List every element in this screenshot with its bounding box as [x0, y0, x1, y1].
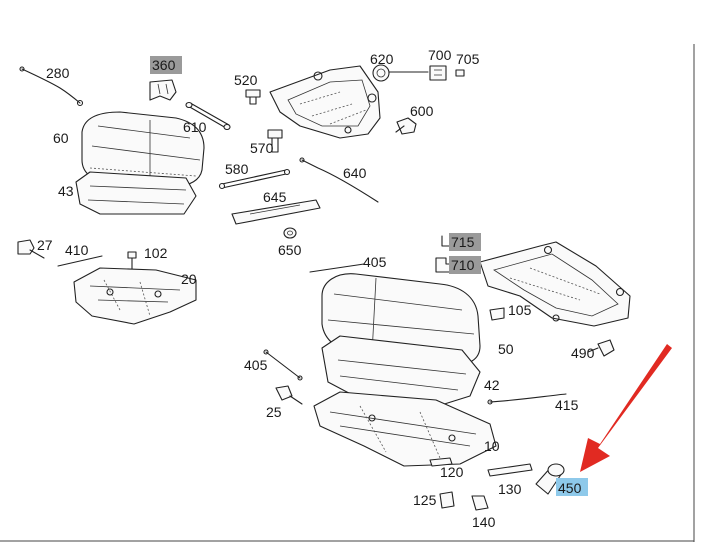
callout-25: 25	[266, 404, 282, 420]
callout-490: 490	[571, 345, 595, 361]
callout-42: 42	[484, 377, 500, 393]
part-140-bracket	[471, 495, 489, 511]
highlight-450	[556, 478, 588, 496]
callout-415: 415	[555, 397, 579, 413]
callout-410: 410	[65, 242, 89, 258]
part-upper-seat-frame	[269, 65, 381, 139]
callout-620: 620	[370, 51, 394, 67]
callout-20: 20	[181, 271, 197, 287]
callout-450: 450	[558, 480, 582, 496]
callout-715: 715	[451, 234, 475, 250]
callout-610: 610	[183, 119, 207, 135]
callout-130: 130	[498, 481, 522, 497]
part-700-switch	[429, 65, 447, 81]
callout-280: 280	[46, 65, 70, 81]
part-130-bar	[487, 463, 533, 477]
part-25-bolt	[275, 385, 303, 405]
part-410-wire	[57, 255, 103, 267]
part-125-clip	[439, 491, 455, 509]
callout-640: 640	[343, 165, 367, 181]
part-620-motor	[372, 64, 429, 82]
part-645-strap	[231, 199, 321, 225]
callout-105: 105	[508, 302, 532, 318]
callout-50: 50	[498, 341, 514, 357]
part-710-clip	[435, 257, 451, 273]
part-60-seat-cushion	[81, 111, 205, 187]
part-405-wire-lower	[263, 349, 303, 381]
callout-580: 580	[225, 161, 249, 177]
callout-125: 125	[413, 492, 437, 508]
callout-102: 102	[144, 245, 168, 261]
part-405-wire-upper	[309, 263, 365, 273]
callout-705: 705	[456, 51, 480, 67]
highlight-715	[449, 233, 481, 251]
callout-570: 570	[250, 140, 274, 156]
callout-600: 600	[410, 103, 434, 119]
highlight-360	[150, 56, 182, 74]
part-650-washer	[283, 227, 297, 239]
part-42-seat-pad	[321, 335, 481, 407]
callout-120: 120	[440, 464, 464, 480]
part-lower-seat-frame	[479, 241, 631, 327]
callout-360: 360	[152, 57, 176, 73]
highlight-710	[449, 256, 481, 274]
part-10-seat-base	[313, 391, 497, 467]
part-610-rod	[185, 101, 231, 131]
callout-43: 43	[58, 183, 74, 199]
part-20-seat-base	[73, 267, 197, 325]
part-27-bolt	[17, 239, 45, 259]
part-102-bolt	[127, 251, 137, 271]
part-360-bracket	[149, 79, 177, 101]
part-715-clip	[441, 235, 451, 247]
callout-140: 140	[472, 514, 496, 530]
callout-645: 645	[263, 189, 287, 205]
callout-10: 10	[484, 438, 500, 454]
callout-27: 27	[37, 237, 53, 253]
callout-520: 520	[234, 72, 258, 88]
callout-710: 710	[451, 257, 475, 273]
part-580-rod	[218, 168, 291, 190]
callout-650: 650	[278, 242, 302, 258]
part-105-clip	[489, 307, 505, 321]
part-415-cable	[487, 393, 567, 405]
part-570-bolt	[267, 129, 283, 153]
part-280-cable	[19, 66, 84, 107]
callout-700: 700	[428, 47, 452, 63]
callout-405-upper: 405	[363, 254, 387, 270]
part-43-seat-pad	[75, 171, 197, 215]
callout-60: 60	[53, 130, 69, 146]
part-490-bolt	[587, 339, 615, 357]
part-520-bolt	[245, 89, 261, 105]
part-120-clip	[429, 457, 453, 467]
part-450-handle	[535, 463, 565, 495]
part-640-cable	[299, 157, 379, 203]
red-arrow	[580, 344, 672, 472]
part-600-bolt	[395, 117, 417, 135]
callout-405-lower: 405	[244, 357, 268, 373]
part-705-clip	[455, 69, 465, 77]
